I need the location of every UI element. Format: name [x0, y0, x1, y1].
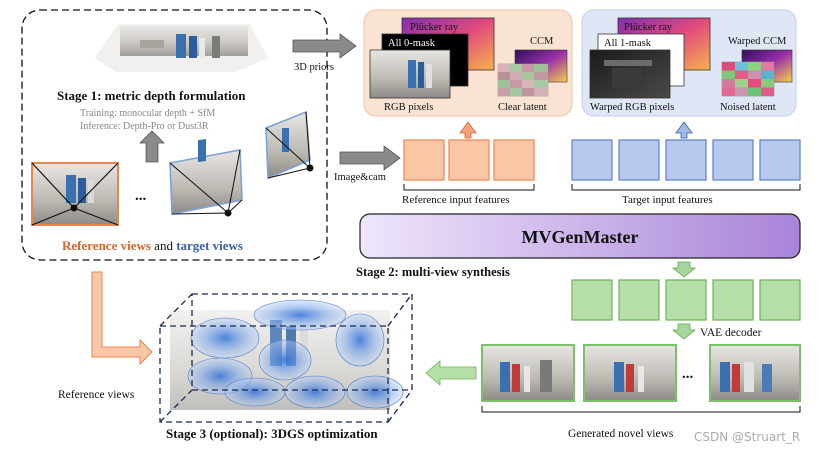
- gaussian-blob: [258, 339, 312, 381]
- ref-mask-label: All 0-mask: [388, 38, 436, 49]
- stage2-label: Stage 2: multi-view synthesis: [356, 265, 510, 279]
- generated-view-image-2: [583, 344, 677, 402]
- target-feature-blocks: [571, 139, 801, 191]
- ref-up-arrow-icon: [459, 121, 477, 139]
- up-arrow-icon: [139, 130, 165, 163]
- target-features-label: Target input features: [622, 194, 713, 206]
- ref-plucker-label: Plücker ray: [410, 22, 459, 33]
- generated-views-label: Generated novel views: [568, 428, 674, 440]
- stage1-box: Stage 1: metric depth formulation Traini…: [21, 9, 328, 261]
- gaussian-blob: [346, 375, 404, 409]
- ref-latent-label: Clear latent: [498, 102, 547, 113]
- vae-decoder-label: VAE decoder: [700, 327, 762, 339]
- priors-label: 3D priors: [294, 62, 334, 73]
- watermark: CSDN @Struart_R: [694, 430, 800, 444]
- gaussian-blob: [253, 299, 347, 331]
- stage3-reference-views-label: Reference views: [58, 389, 135, 401]
- target-view-image-2: [265, 110, 314, 180]
- pointcloud-scene-image: [95, 24, 268, 72]
- mvgenmaster-model-block: MVGenMaster: [359, 213, 801, 259]
- stage1-caption: Reference views and target views: [62, 238, 243, 253]
- reference-views-arrow-icon: [91, 271, 153, 366]
- 3dgs-cube: [159, 293, 413, 423]
- ref-rgb-label: RGB pixels: [384, 102, 433, 113]
- priors-arrow-icon: [292, 33, 357, 59]
- imagecam-arrow-icon: [339, 145, 401, 171]
- reference-feature-blocks: [403, 139, 535, 191]
- generated-view-image-1: [481, 344, 575, 402]
- stage3-title: Stage 3 (optional): 3DGS optimization: [166, 426, 378, 441]
- decode-down-arrow-icon: [671, 261, 697, 278]
- tgt-latent-grid: [721, 61, 775, 97]
- tgt-mask-label: All 1-mask: [604, 38, 652, 49]
- tgt-plucker-label: Plücker ray: [624, 22, 673, 33]
- reference-conditions-panel: Plücker ray All 0-mask RGB pixels CCM Cl…: [363, 9, 573, 117]
- output-feature-blocks: [571, 279, 801, 321]
- generated-ellipsis: ...: [682, 366, 694, 382]
- target-view-image-1: [169, 139, 243, 217]
- model-name: MVGenMaster: [522, 227, 639, 247]
- tgt-up-arrow-icon: [675, 121, 693, 139]
- stage1-inference: Inference: Depth-Pro or Dust3R: [80, 121, 209, 132]
- tgt-latent-label: Noised latent: [720, 102, 776, 113]
- stage1-title: Stage 1: metric depth formulation: [57, 88, 246, 103]
- generated-brace: [481, 406, 801, 413]
- stage1-training: Training: monocular depth + SfM: [80, 108, 215, 119]
- reference-features-label: Reference input features: [402, 194, 510, 206]
- ref-latent-grid: [497, 63, 549, 97]
- tgt-rgb-label: Warped RGB pixels: [590, 102, 674, 113]
- gaussian-blob: [284, 375, 346, 409]
- tgt-ccm-label: Warped CCM: [728, 36, 787, 47]
- vae-down-arrow-icon: [671, 323, 697, 340]
- target-conditions-panel: Plücker ray All 1-mask Warped RGB pixels…: [581, 9, 797, 117]
- imagecam-label: Image&cam: [334, 172, 386, 183]
- ref-ccm-label: CCM: [530, 36, 554, 47]
- generated-view-image-3: [709, 344, 801, 402]
- reference-view-image: [31, 162, 119, 226]
- gaussian-blob: [224, 377, 286, 407]
- gaussian-blob: [335, 313, 385, 367]
- gaussian-blob: [190, 317, 260, 359]
- stage1-ellipsis: ...: [135, 188, 147, 204]
- to-3dgs-arrow-icon: [425, 360, 477, 386]
